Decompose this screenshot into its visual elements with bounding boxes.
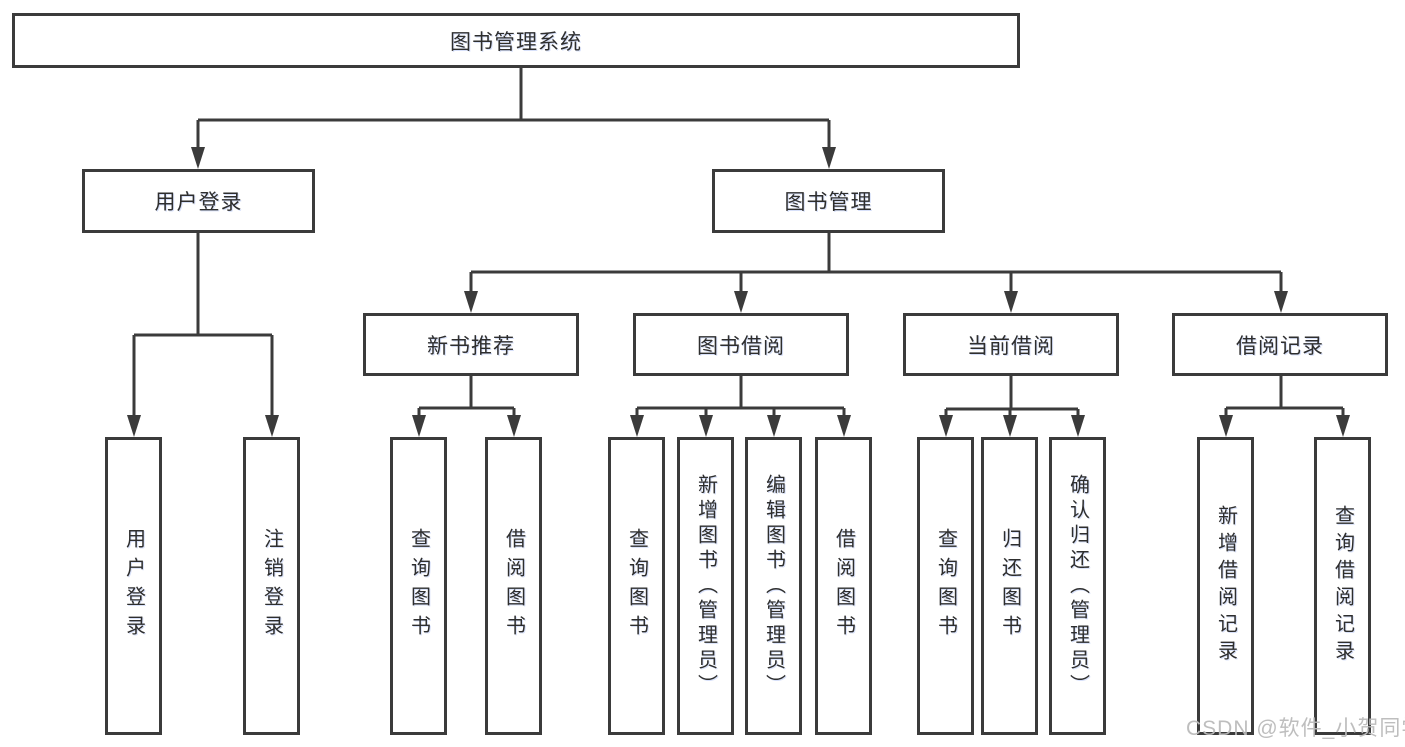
node-leaf-query-books-2: 查询图书 [608, 437, 665, 735]
node-library-system: 图书管理系统 [12, 13, 1020, 68]
node-current-borrowing: 当前借阅 [903, 313, 1119, 376]
node-leaf-query-books-1: 查询图书 [390, 437, 447, 735]
node-leaf-add-borrow-record: 新增借阅记录 [1197, 437, 1254, 735]
node-leaf-edit-books-admin: 编辑图书（管理员） [745, 437, 802, 735]
node-leaf-return-books: 归还图书 [981, 437, 1038, 735]
node-leaf-query-borrow-record: 查询借阅记录 [1314, 437, 1371, 735]
node-leaf-borrow-books-2: 借阅图书 [815, 437, 872, 735]
node-borrowing-records: 借阅记录 [1172, 313, 1388, 376]
node-user-login: 用户登录 [82, 169, 315, 233]
csdn-watermark: CSDN @软件_小贺同学 [1186, 717, 1405, 740]
node-leaf-logout: 注销登录 [243, 437, 300, 735]
node-leaf-user-login: 用户登录 [105, 437, 162, 735]
node-leaf-add-books-admin: 新增图书（管理员） [677, 437, 734, 735]
node-leaf-borrow-books-1: 借阅图书 [485, 437, 542, 735]
node-leaf-confirm-return-admin: 确认归还（管理员） [1049, 437, 1106, 735]
node-book-management: 图书管理 [712, 169, 945, 233]
node-leaf-query-books-3: 查询图书 [917, 437, 974, 735]
node-new-book-recommend: 新书推荐 [363, 313, 579, 376]
node-book-borrowing: 图书借阅 [633, 313, 849, 376]
